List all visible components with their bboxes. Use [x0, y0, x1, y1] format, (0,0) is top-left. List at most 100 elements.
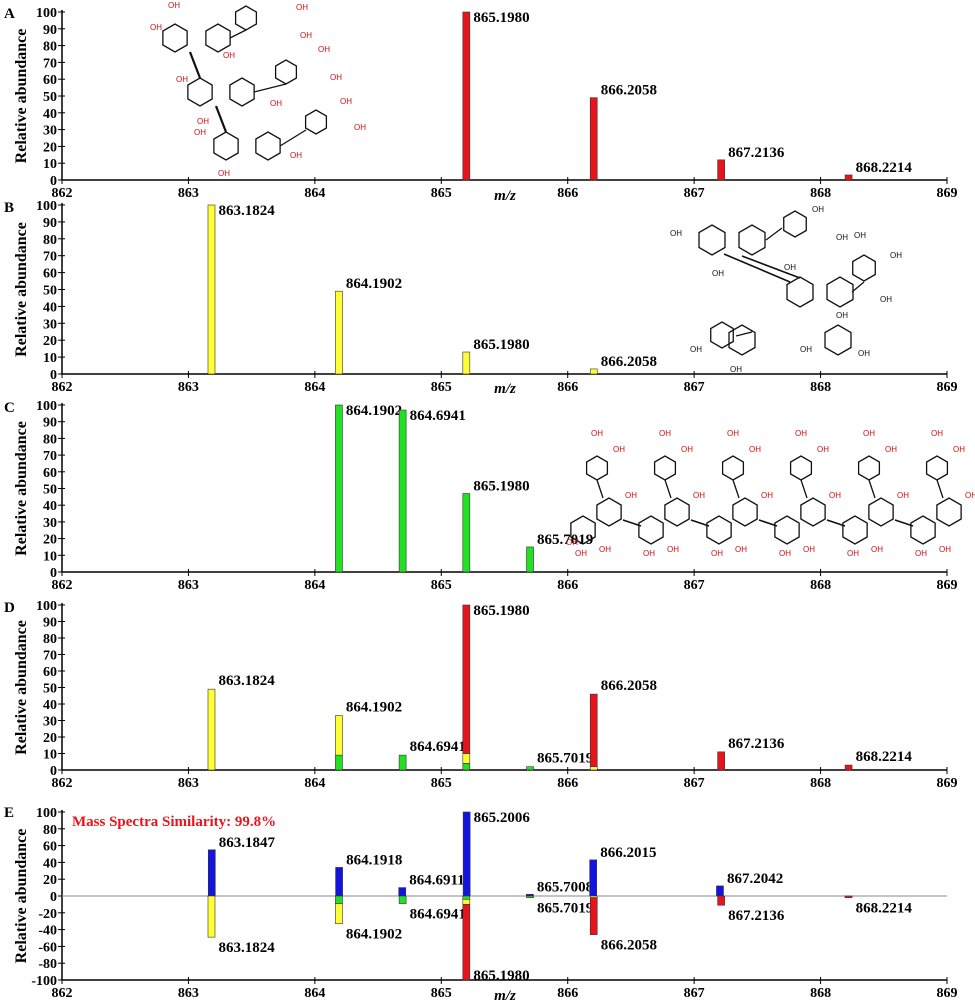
hydroxyl-label: OH	[965, 491, 975, 500]
peak-label: 864.6941	[410, 739, 466, 755]
experimental-peak-label: 866.2015	[600, 845, 656, 861]
x-tick-label: 869	[937, 986, 958, 1001]
experimental-peak-label: 865.2006	[474, 810, 531, 826]
x-tick-label: 865	[431, 776, 452, 791]
x-tick-label: 866	[557, 380, 578, 395]
hydroxyl-label: OH	[784, 263, 796, 272]
y-tick-label: 70	[43, 250, 57, 265]
peak-label: 867.2136	[728, 736, 785, 752]
hydroxyl-label: OH	[858, 349, 870, 358]
y-tick-label: 60	[43, 267, 57, 282]
y-tick-label: 50	[43, 483, 57, 498]
x-tick-label: 864	[304, 380, 325, 395]
bond	[851, 281, 865, 293]
y-tick-label: -80	[38, 957, 57, 972]
experimental-bar	[398, 887, 407, 897]
peak-label: 863.1824	[218, 673, 275, 689]
y-tick-label: 30	[43, 317, 57, 332]
x-tick-label: 862	[52, 776, 73, 791]
hydroxyl-label: OH	[218, 169, 230, 178]
x-tick-label: 867	[684, 986, 705, 1001]
hydroxyl-label: OH	[836, 311, 848, 320]
panel-letter: B	[4, 200, 14, 216]
x-tick-label: 868	[810, 986, 831, 1001]
y-tick-label: 80	[43, 632, 57, 647]
ring-bond	[852, 254, 876, 282]
hydroxyl-label: OH	[730, 365, 742, 374]
bond	[664, 479, 672, 499]
experimental-bar	[716, 885, 724, 897]
theoretical-bar-segment	[526, 895, 534, 898]
y-tick-label: 60	[43, 466, 57, 481]
x-tick-label: 863	[178, 578, 199, 593]
ring-bond	[868, 497, 894, 527]
experimental-peak-label: 864.6911	[409, 873, 464, 889]
ring-bond	[585, 455, 609, 481]
x-tick-label: 864	[304, 186, 325, 201]
y-tick-label: 0	[50, 368, 57, 383]
y-axis-label: Relative abundance	[13, 29, 30, 164]
hydroxyl-label: OH	[939, 545, 951, 554]
hydroxyl-label: OH	[761, 491, 773, 500]
y-tick-label: 50	[43, 284, 57, 299]
hydroxyl-label: OH	[779, 549, 791, 558]
stacked-bar-segment	[207, 688, 216, 771]
y-tick-label: 60	[43, 665, 57, 680]
theoretical-bar-segment	[844, 895, 853, 898]
spectrum-bar	[462, 493, 471, 573]
ring-bond	[783, 210, 807, 238]
x-axis-label: m/z	[494, 988, 516, 1003]
y-axis-label: Relative abundance	[13, 222, 30, 357]
peak-label: 868.2214	[856, 749, 913, 765]
hydroxyl-label: OH	[270, 99, 282, 108]
x-tick-label: 863	[178, 186, 199, 201]
x-tick-label: 868	[810, 380, 831, 395]
peak-label: 865.1980	[473, 337, 529, 353]
peak-label: 865.1980	[473, 10, 529, 26]
x-tick-label: 862	[52, 380, 73, 395]
hydroxyl-label: OH	[566, 538, 578, 547]
y-tick-label: 80	[43, 233, 57, 248]
y-tick-label: -60	[38, 940, 57, 955]
theoretical-bar-segment	[589, 897, 598, 935]
ring-bond	[162, 23, 188, 53]
hydroxyl-label: OH	[803, 545, 815, 554]
theoretical-bar-segment	[398, 895, 407, 904]
y-tick-label: -100	[31, 974, 57, 989]
panel-letter: A	[4, 6, 15, 22]
x-tick-label: 869	[937, 380, 958, 395]
bond	[723, 253, 791, 283]
hydroxyl-label: OH	[197, 117, 209, 126]
y-tick-label: 20	[43, 140, 57, 155]
ring-bond	[857, 455, 881, 481]
theoretical-bar-segment	[462, 904, 471, 981]
peak-label: 867.2136	[728, 145, 785, 161]
x-tick-label: 865	[431, 578, 452, 593]
stacked-bar-segment	[844, 764, 853, 771]
spectrum-bar	[398, 409, 407, 573]
hydroxyl-label: OH	[693, 491, 705, 500]
hydroxyl-label: OH	[897, 491, 909, 500]
y-tick-label: 100	[36, 6, 57, 21]
x-tick-label: 868	[810, 578, 831, 593]
hydroxyl-label: OH	[880, 295, 892, 304]
peak-label: 865.7019	[537, 751, 593, 767]
stacked-bar-segment	[335, 715, 343, 756]
y-tick-label: 10	[43, 157, 57, 172]
bond	[826, 519, 846, 527]
y-tick-label: 50	[43, 682, 57, 697]
y-tick-label: 70	[43, 449, 57, 464]
y-tick-label: 90	[43, 616, 57, 631]
x-tick-label: 865	[431, 380, 452, 395]
ring-bond	[304, 109, 328, 135]
bond	[800, 479, 808, 499]
x-tick-label: 867	[684, 380, 705, 395]
x-tick-label: 863	[178, 776, 199, 791]
hydroxyl-label: OH	[340, 97, 352, 106]
y-tick-label: 20	[43, 873, 57, 888]
theoretical-peak-label: 868.2214	[856, 901, 913, 917]
x-tick-label: 869	[937, 776, 958, 791]
ring-bond	[774, 515, 800, 545]
x-tick-label: 869	[937, 186, 958, 201]
